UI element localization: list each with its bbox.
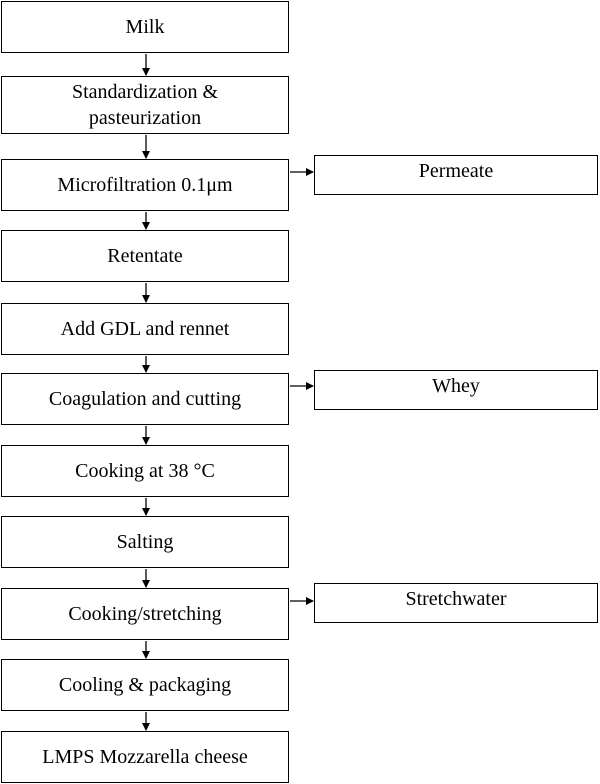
byproduct-whey-label: Whey — [432, 375, 480, 397]
step-microfiltration-label: Microfiltration 0.1μm — [57, 174, 233, 196]
step-milk: Milk — [1, 1, 289, 53]
step-cooling-label: Cooling & packaging — [58, 674, 232, 696]
step-salting: Salting — [1, 516, 289, 568]
step-standardization-pasteurization: Standardization & pasteurization — [1, 76, 289, 134]
step-coagulation-label: Coagulation and cutting — [48, 388, 242, 410]
step-cooking-stretching: Cooking/stretching — [1, 588, 289, 640]
step-final-product: LMPS Mozzarella cheese — [1, 731, 289, 783]
step-cooking-label: Cooking at 38 °C — [75, 460, 215, 482]
step-standardization-label: Standardization & pasteurization — [71, 81, 219, 129]
byproduct-whey: Whey — [314, 370, 598, 410]
step-cooling-packaging: Cooling & packaging — [1, 659, 289, 711]
step-final-label: LMPS Mozzarella cheese — [42, 746, 248, 768]
step-coagulation-cutting: Coagulation and cutting — [1, 373, 289, 425]
step-cooking: Cooking at 38 °C — [1, 445, 289, 497]
byproduct-stretchwater-label: Stretchwater — [405, 588, 507, 610]
step-microfiltration: Microfiltration 0.1μm — [1, 159, 289, 211]
step-retentate-label: Retentate — [107, 245, 183, 267]
step-milk-label: Milk — [125, 16, 165, 38]
byproduct-stretchwater: Stretchwater — [314, 583, 598, 623]
step-salting-label: Salting — [116, 531, 174, 553]
step-add-gdl-label: Add GDL and rennet — [60, 318, 230, 340]
byproduct-permeate: Permeate — [314, 155, 598, 195]
byproduct-permeate-label: Permeate — [418, 160, 494, 182]
step-add-gdl-rennet: Add GDL and rennet — [1, 303, 289, 355]
step-stretching-label: Cooking/stretching — [68, 603, 222, 625]
step-retentate: Retentate — [1, 230, 289, 282]
